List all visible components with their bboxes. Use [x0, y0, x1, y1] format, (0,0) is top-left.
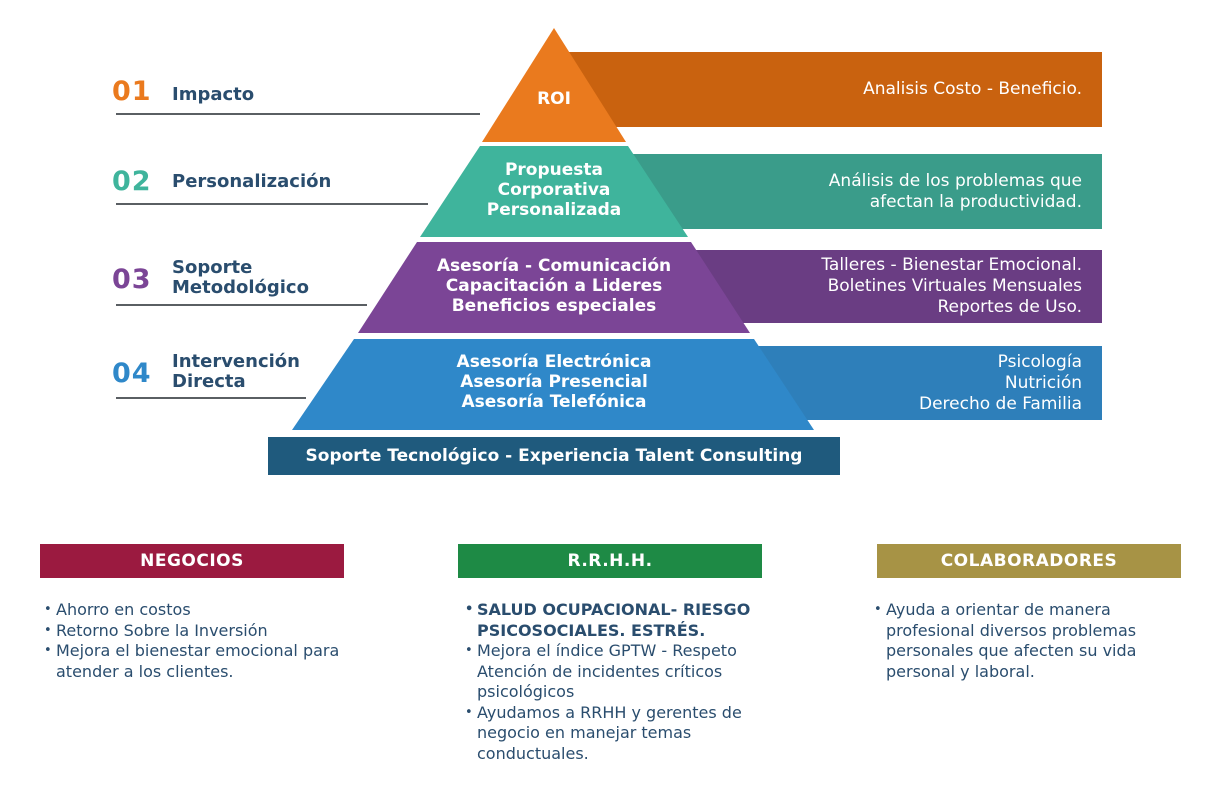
level-number-03: 03: [112, 264, 152, 295]
list-item: SALUD OCUPACIONAL- RIESGO PSICOSOCIALES.…: [465, 600, 797, 641]
list-item: Mejora el índice GPTW - Respeto Atención…: [465, 641, 782, 703]
tier-soporte-shape: [358, 242, 750, 333]
band-soporte-metodologico: Talleres - Bienestar Emocional. Boletine…: [690, 250, 1102, 323]
divider-intervencion: [116, 397, 306, 399]
band-soporte-line-3: Reportes de Uso.: [937, 297, 1082, 317]
list-item: Mejora el bienestar emocional para atend…: [44, 641, 354, 682]
tier-personalizacion-line-1: Propuesta: [504, 160, 604, 180]
header-negocios: NEGOCIOS: [40, 544, 344, 578]
band-impacto-text: Analisis Costo - Beneficio.: [863, 79, 1082, 99]
level-label-intervencion-line-1: Intervención: [172, 351, 300, 372]
tier-intervencion-shape: [292, 339, 814, 430]
tier-intervencion-text: Asesoría Electrónica Asesoría Presencial…: [404, 352, 704, 412]
tier-personalizacion-shape: [420, 146, 688, 237]
base-bar-label: Soporte Tecnológico - Experiencia Talent…: [305, 446, 803, 466]
level-label-soporte-line-2: Metodológico: [172, 277, 309, 298]
list-item: Ayudamos a RRHH y gerentes de negocio en…: [465, 703, 767, 765]
band-intervencion-line-3: Derecho de Familia: [919, 393, 1082, 414]
band-intervencion-directa: Psicología Nutrición Derecho de Familia: [750, 346, 1102, 420]
band-impacto: Analisis Costo - Beneficio.: [560, 52, 1102, 127]
band-intervencion-line-2: Nutrición: [1004, 372, 1082, 393]
list-colaboradores: Ayuda a orientar de manera profesional d…: [874, 600, 1144, 682]
level-label-personalizacion: Personalización: [172, 171, 332, 192]
level-number-04: 04: [112, 358, 152, 389]
list-item: Ahorro en costos: [44, 600, 354, 621]
header-colaboradores: COLABORADORES: [877, 544, 1181, 578]
header-rrhh: R.R.H.H.: [458, 544, 762, 578]
list-negocios: Ahorro en costos Retorno Sobre la Invers…: [44, 600, 354, 682]
tier-soporte-line-1: Asesoría - Comunicación: [436, 256, 672, 276]
tier-soporte-line-3: Beneficios especiales: [451, 296, 657, 316]
level-number-02: 02: [112, 166, 152, 197]
base-bar: Soporte Tecnológico - Experiencia Talent…: [268, 437, 840, 475]
tier-personalizacion-text: Propuesta Corporativa Personalizada: [454, 160, 654, 220]
tier-soporte-line-2: Capacitación a Lideres: [445, 276, 663, 296]
divider-impacto: [116, 113, 480, 115]
tier-intervencion-line-3: Asesoría Telefónica: [461, 392, 647, 412]
tier-personalizacion-line-3: Personalizada: [486, 200, 622, 220]
band-intervencion-line-1: Psicología: [997, 351, 1082, 372]
tier-impacto-text: ROI: [494, 89, 614, 109]
header-colaboradores-label: COLABORADORES: [940, 551, 1118, 571]
band-personalizacion-line-2: afectan la productividad.: [869, 191, 1082, 212]
level-label-impacto: Impacto: [172, 84, 255, 105]
divider-personalizacion: [116, 203, 428, 205]
tier-personalizacion-line-2: Corporativa: [497, 180, 611, 200]
tier-intervencion-line-1: Asesoría Electrónica: [456, 352, 652, 372]
list-item: Retorno Sobre la Inversión: [44, 621, 354, 642]
level-label-soporte-line-1: Soporte: [172, 257, 253, 278]
level-label-intervencion: Intervención Directa: [172, 352, 300, 392]
list-rrhh: SALUD OCUPACIONAL- RIESGO PSICOSOCIALES.…: [465, 600, 810, 764]
level-label-soporte: Soporte Metodológico: [172, 258, 309, 298]
tier-impacto-shape: [482, 28, 626, 142]
level-label-intervencion-line-2: Directa: [172, 371, 246, 392]
band-soporte-line-1: Talleres - Bienestar Emocional.: [821, 255, 1082, 275]
band-personalizacion-line-1: Análisis de los problemas que: [828, 170, 1082, 191]
header-negocios-label: NEGOCIOS: [140, 551, 244, 571]
list-item: Ayuda a orientar de manera profesional d…: [874, 600, 1144, 682]
divider-soporte: [116, 304, 367, 306]
tier-soporte-text: Asesoría - Comunicación Capacitación a L…: [404, 256, 704, 316]
band-personalizacion: Análisis de los problemas que afectan la…: [620, 154, 1102, 229]
level-number-01: 01: [112, 76, 152, 107]
band-soporte-line-2: Boletines Virtuales Mensuales: [827, 276, 1082, 296]
tier-impacto-line: ROI: [537, 89, 571, 109]
tier-intervencion-line-2: Asesoría Presencial: [460, 372, 648, 392]
header-rrhh-label: R.R.H.H.: [567, 551, 653, 571]
